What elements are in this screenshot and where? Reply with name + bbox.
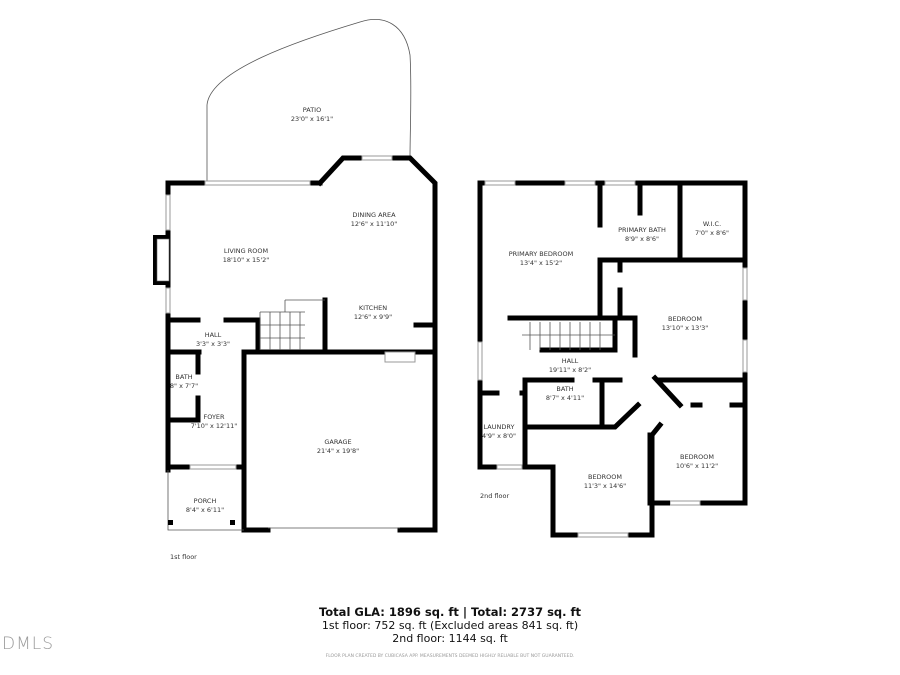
room-name: DINING AREA xyxy=(352,211,396,219)
room-name: PORCH xyxy=(194,497,217,505)
room-name: KITCHEN xyxy=(359,304,387,312)
first-floor-area: 1st floor: 752 sq. ft (Excluded areas 84… xyxy=(321,619,579,632)
room-size: 7'10" x 12'11" xyxy=(191,422,237,430)
room-name: BEDROOM xyxy=(680,453,714,461)
room-size: 18'10" x 15'2" xyxy=(223,256,269,264)
disclaimer: FLOOR PLAN CREATED BY CUBICASA APP. MEAS… xyxy=(325,654,575,659)
room-size: 3'3" x 3'3" xyxy=(196,340,230,348)
room-size: 8'4" x 6'11" xyxy=(186,506,224,514)
room-name: BEDROOM xyxy=(668,315,702,323)
second-floor-plan xyxy=(477,180,748,538)
stairs-1st xyxy=(259,299,325,350)
first-floor-plan xyxy=(153,19,438,533)
room-size: 10'6" x 11'2" xyxy=(676,462,718,470)
room-size: 23'0" x 16'1" xyxy=(291,115,333,123)
room-name: W.I.C. xyxy=(703,220,721,228)
room-name: BATH xyxy=(175,373,192,381)
room-labels: PATIO 23'0" x 16'1" DINING AREA 12'6" x … xyxy=(170,106,729,561)
room-name: PRIMARY BATH xyxy=(618,226,666,234)
room-size: 7'0" x 8'6" xyxy=(695,229,729,237)
room-name: BATH xyxy=(556,385,573,393)
room-name: PATIO xyxy=(303,106,321,114)
watermark-logo: DMLS xyxy=(2,634,55,654)
room-name: HALL xyxy=(205,331,222,339)
room-size: 8'9" x 8'6" xyxy=(625,235,659,243)
total-area: Total GLA: 1896 sq. ft | Total: 2737 sq.… xyxy=(318,605,582,619)
room-name: LIVING ROOM xyxy=(224,247,268,255)
room-size: 19'11" x 8'2" xyxy=(549,366,591,374)
room-name: GARAGE xyxy=(324,438,351,446)
room-name: LAUNDRY xyxy=(484,423,515,431)
room-size: 12'6" x 9'9" xyxy=(354,313,392,321)
room-name: PRIMARY BEDROOM xyxy=(509,250,573,258)
room-size: 8'7" x 4'11" xyxy=(546,394,584,402)
room-size: 13'4" x 15'2" xyxy=(520,259,562,267)
room-size: 11'3" x 14'6" xyxy=(584,482,626,490)
patio-outline xyxy=(206,19,412,183)
room-name: FOYER xyxy=(203,413,225,421)
room-size: 13'10" x 13'3" xyxy=(662,324,708,332)
room-size: 8" x 7'7" xyxy=(170,382,198,390)
room-name: HALL xyxy=(562,357,579,365)
room-size: 21'4" x 19'8" xyxy=(317,447,359,455)
room-name: BEDROOM xyxy=(588,473,622,481)
floor-label: 2nd floor xyxy=(480,492,509,500)
room-size: 12'6" x 11'10" xyxy=(351,220,397,228)
stairs-2nd xyxy=(522,322,615,350)
room-size: 4'9" x 8'0" xyxy=(482,432,516,440)
second-floor-area: 2nd floor: 1144 sq. ft xyxy=(392,632,508,645)
floor-label: 1st floor xyxy=(170,553,197,561)
